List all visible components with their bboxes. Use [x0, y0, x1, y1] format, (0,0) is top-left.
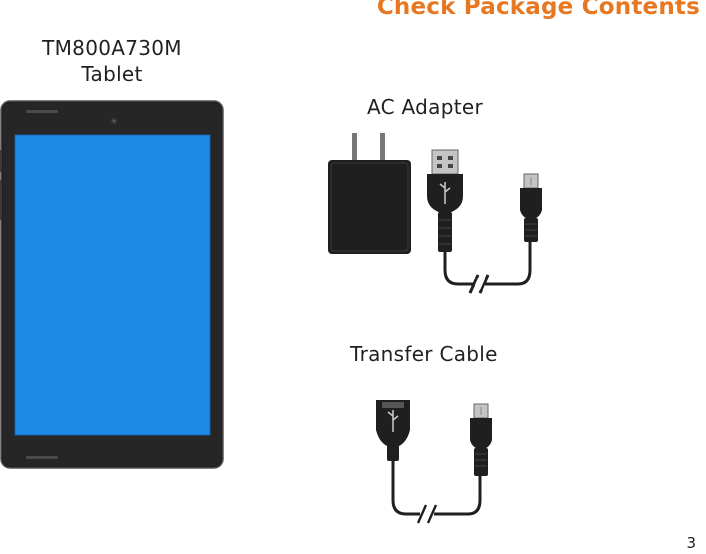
wall-adapter-illustration — [328, 133, 411, 254]
bottom-speaker-grille — [26, 456, 58, 459]
tablet-screen — [15, 135, 210, 435]
tablet-name-label: Tablet — [81, 62, 143, 86]
tablet-illustration — [0, 100, 224, 469]
page-title: Check Package Contents — [376, 0, 700, 20]
usb-icon — [439, 182, 451, 204]
page-number: 3 — [686, 534, 696, 552]
tablet-model-label: TM800A730M — [42, 36, 182, 60]
usb-cable-illustration — [427, 149, 542, 294]
speaker-grille — [26, 110, 58, 113]
transfer-cable-illustration — [376, 400, 492, 524]
usb-otg-icon — [387, 410, 399, 432]
tablet-caption: TM800A730M Tablet — [14, 35, 210, 87]
transfer-cable-label: Transfer Cable — [350, 342, 498, 366]
ac-adapter-label: AC Adapter — [367, 95, 483, 119]
